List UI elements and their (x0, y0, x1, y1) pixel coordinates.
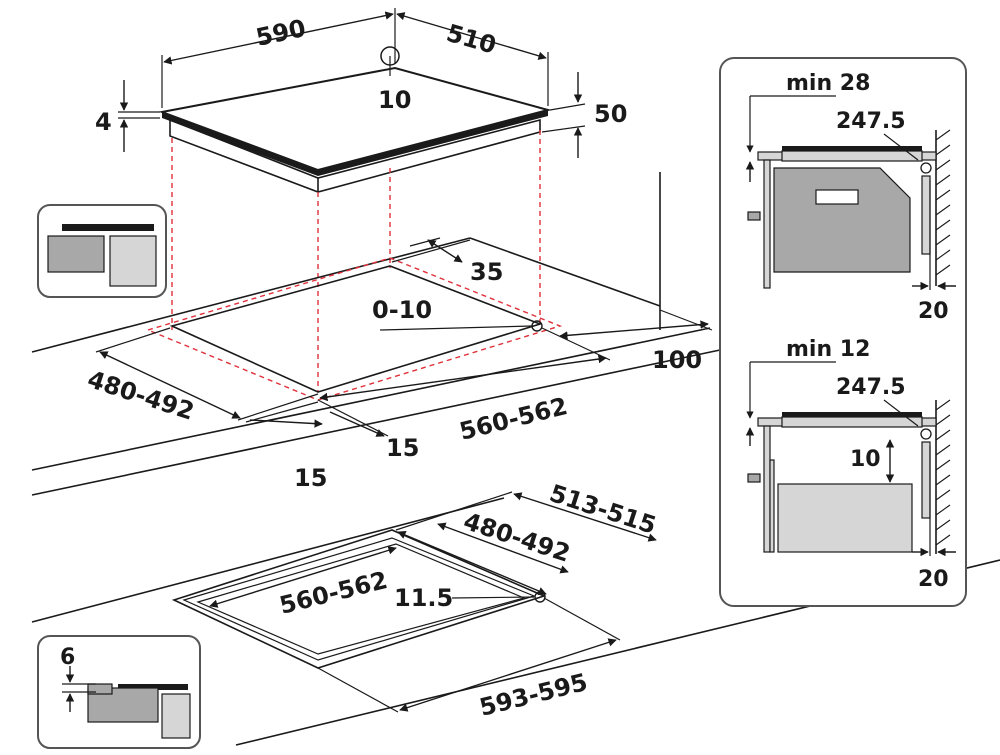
worktop-cutout (169, 265, 543, 393)
dim-flush-radius: 11.5 (394, 584, 453, 612)
dim-wall-distance: 100 (652, 346, 702, 374)
dim-drawer-min-gap: min 12 (786, 337, 870, 362)
dim-oven-wall-gap: 20 (918, 299, 949, 324)
dim-flush-depth: 6 (60, 645, 75, 670)
hob-glass-edge (162, 110, 548, 176)
dim-oven-clearance: 247.5 (836, 109, 906, 134)
dim-hob-corner-radius: 10 (378, 86, 411, 114)
drawer-detail: min 12 247.5 10 20 (745, 337, 956, 592)
dim-drawer-wall-gap: 20 (918, 567, 949, 592)
dim-cutout-width: 560-562 (457, 392, 571, 446)
dim-front-margin-a: 15 (386, 434, 419, 462)
dim-flush-outer-depth: 513-515 (546, 479, 659, 540)
dim-flush-inner-depth: 480-492 (460, 507, 573, 568)
hob-group: 590 510 10 4 50 (95, 8, 627, 392)
oven-detail: min 28 247.5 20 (745, 71, 956, 324)
dim-hob-height: 50 (594, 100, 627, 128)
dim-drawer-clearance: 247.5 (836, 375, 906, 400)
dim-hob-width: 590 (253, 14, 308, 52)
detail-surface-mount (37, 204, 167, 298)
dim-cutout-back-margin: 35 (470, 258, 503, 286)
dim-cutout-radius: 0-10 (372, 296, 432, 324)
detail-flush-mount: 6 (37, 635, 201, 749)
dim-flush-outer-width: 593-595 (477, 668, 591, 722)
dim-hob-thickness: 4 (95, 108, 112, 136)
dim-oven-min-gap: min 28 (786, 71, 870, 96)
dim-cutout-depth: 480-492 (84, 365, 197, 426)
dim-front-margin-b: 15 (294, 464, 327, 492)
dim-hob-depth: 510 (443, 19, 499, 60)
dim-drawer-gap: 10 (850, 447, 881, 472)
detail-cabinet-panel: min 28 247.5 20 (719, 57, 967, 607)
